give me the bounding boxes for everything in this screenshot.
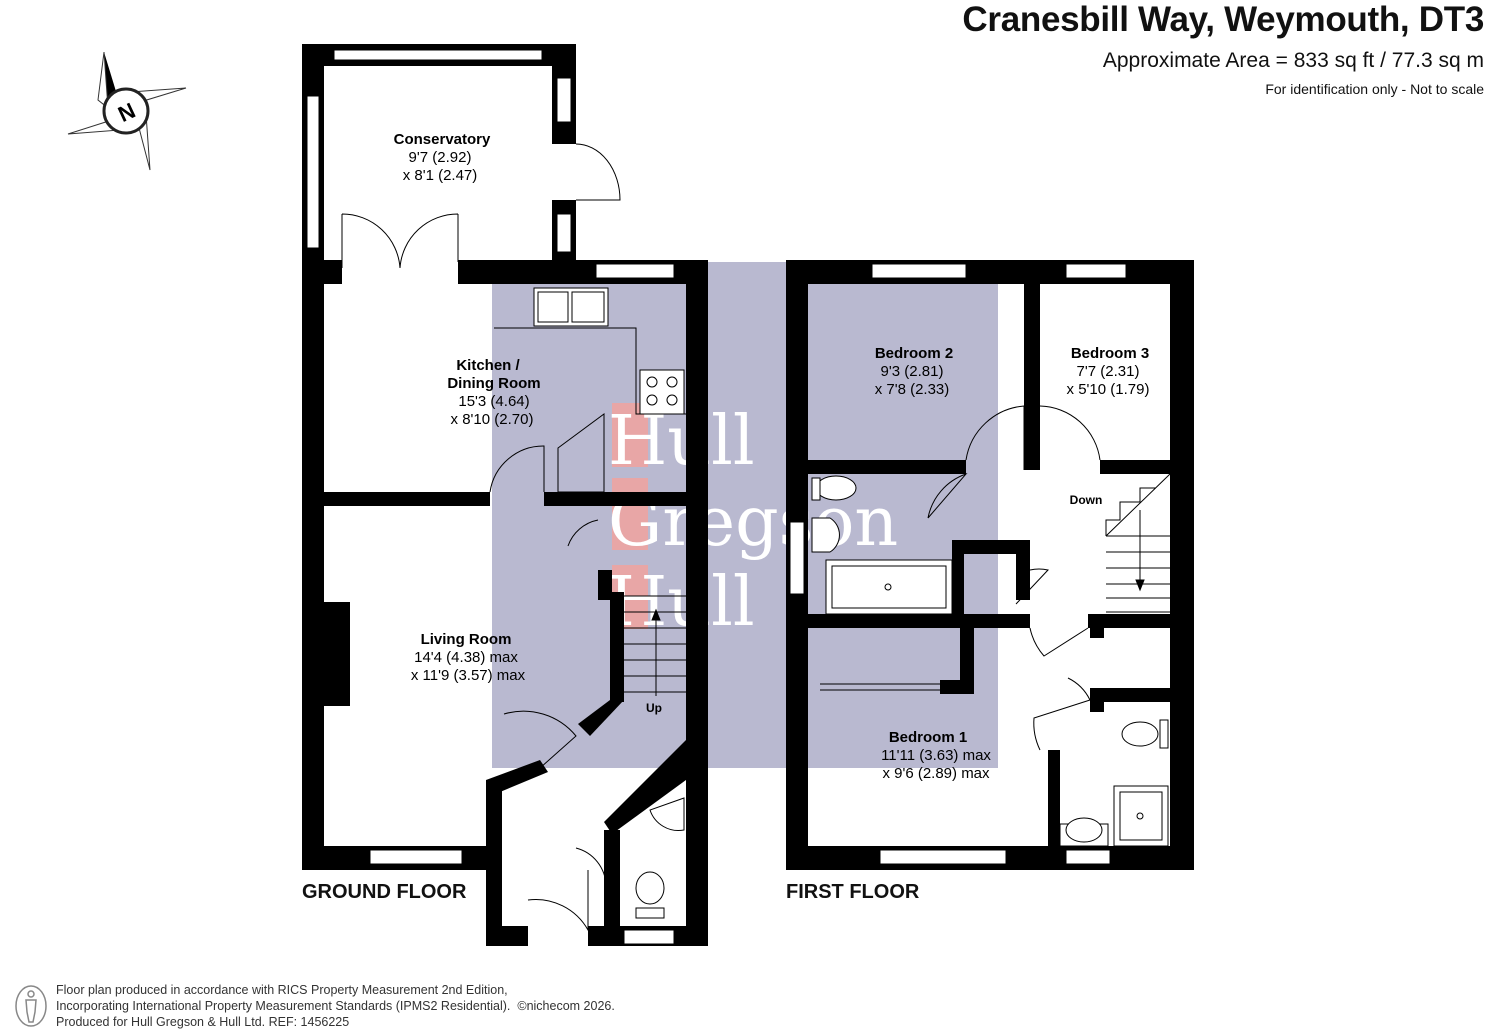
room-dim-kitchen-1: 15'3 (4.64) [458, 393, 529, 410]
stairs-up-label: Up [646, 701, 662, 715]
room-dim-bedroom3-2: x 5'10 (1.79) [1067, 381, 1150, 398]
first-floor-label: FIRST FLOOR [786, 881, 920, 903]
watermark-line3: Hull [608, 563, 755, 642]
room-dim-conservatory-1: 9'7 (2.92) [409, 149, 472, 166]
room-dim-bedroom1-1: 11'11 (3.63) max [881, 747, 991, 764]
room-dim-bedroom3-1: 7'7 (2.31) [1077, 363, 1140, 380]
footer-line-3: Produced for Hull Gregson & Hull Ltd. RE… [56, 1015, 350, 1029]
room-name-bedroom1: Bedroom 1 [889, 729, 967, 746]
ground-floor-label: GROUND FLOOR [302, 881, 467, 903]
north-compass-icon: N [67, 51, 187, 171]
room-name-bedroom2: Bedroom 2 [875, 345, 953, 362]
room-name-conservatory: Conservatory [394, 131, 491, 148]
room-name-living: Living Room [421, 631, 512, 648]
room-dim-living-1: 14'4 (4.38) max [414, 649, 518, 666]
room-dim-bedroom1-2: x 9'6 (2.89) max [882, 765, 990, 782]
person-icon [15, 985, 47, 1027]
footer-line-2-text: Incorporating International Property Mea… [56, 999, 511, 1013]
room-name-kitchen-2: Dining Room [447, 375, 540, 392]
property-title: Cranesbill Way, Weymouth, DT3 [962, 0, 1484, 39]
room-dim-bedroom2-1: 9'3 (2.81) [881, 363, 944, 380]
room-dim-conservatory-2: x 8'1 (2.47) [403, 167, 478, 184]
room-dim-bedroom2-2: x 7'8 (2.33) [875, 381, 950, 398]
room-name-bedroom3: Bedroom 3 [1071, 345, 1149, 362]
bathroom-fittings [811, 475, 1169, 847]
wc-fittings [635, 797, 685, 919]
stairs-down-label: Down [1070, 493, 1103, 507]
footer-copyright: ©nichecom 2026. [517, 999, 615, 1013]
first-doors [927, 405, 1101, 751]
disclaimer-text: For identification only - Not to scale [1265, 81, 1484, 97]
room-dim-living-2: x 11'9 (3.57) max [411, 667, 526, 684]
room-name-kitchen-1: Kitchen / [456, 357, 520, 374]
kitchen-fittings [494, 287, 686, 493]
first-windows [789, 263, 1127, 865]
footer: Floor plan produced in accordance with R… [56, 982, 615, 1030]
watermark-line1: Hull [608, 402, 755, 481]
footer-line-1: Floor plan produced in accordance with R… [56, 983, 508, 997]
ground-doors [341, 143, 621, 932]
ground-stairs [624, 595, 686, 696]
room-dim-kitchen-2: x 8'10 (2.70) [451, 411, 534, 428]
first-stairs [1105, 473, 1171, 613]
footer-line-2: Incorporating International Property Mea… [56, 998, 615, 1014]
ground-windows [306, 49, 675, 945]
approximate-area: Approximate Area = 833 sq ft / 77.3 sq m [1102, 49, 1484, 72]
